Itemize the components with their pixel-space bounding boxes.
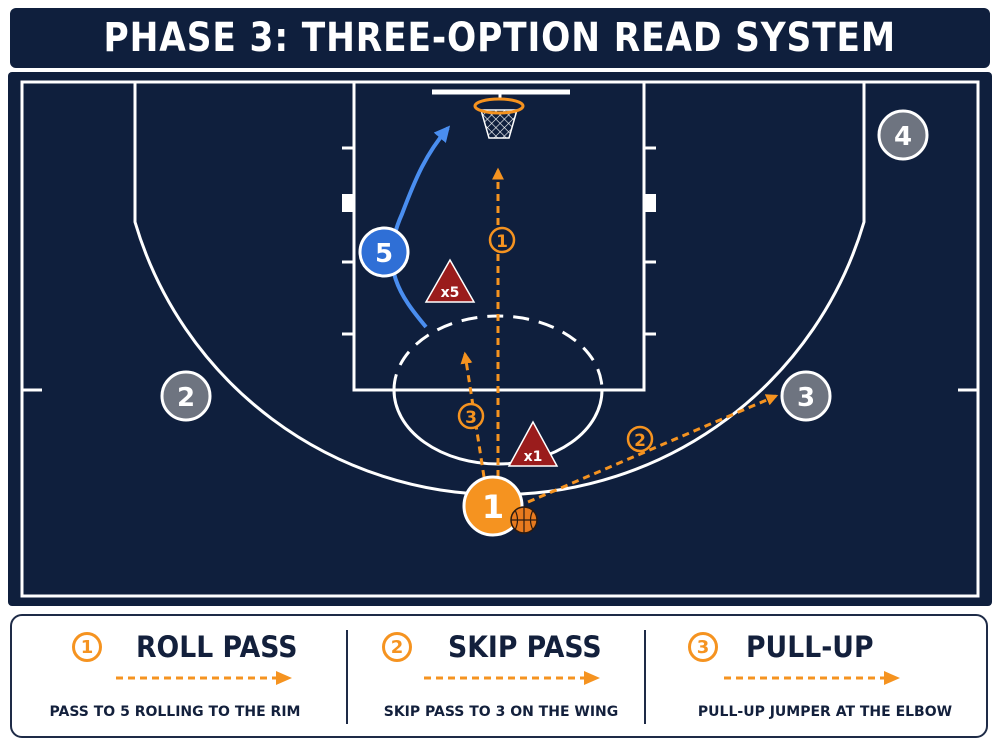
player-4: 4	[877, 109, 929, 161]
legend-panel: 1 ROLL PASS PASS TO 5 ROLLING TO THE RIM…	[10, 614, 988, 738]
svg-text:x5: x5	[441, 285, 460, 301]
basket-hoop-icon	[432, 89, 570, 139]
defender-x5: x5	[424, 258, 476, 303]
legend-divider	[644, 630, 646, 724]
legend-number-badge: 2	[382, 632, 412, 662]
player-3: 3	[780, 370, 832, 422]
legend-number-badge: 3	[688, 632, 718, 662]
legend-description: SKIP PASS TO 3 ON THE WING	[383, 704, 619, 720]
option-marker-pullup: 3	[457, 402, 485, 430]
option-marker-skip: 2	[626, 425, 654, 453]
option-marker-roll: 1	[488, 226, 516, 254]
legend-label: SKIP PASS	[448, 630, 602, 664]
svg-text:1: 1	[482, 488, 504, 526]
legend-description: PASS TO 5 ROLLING TO THE RIM	[49, 704, 301, 720]
legend-description: PULL-UP JUMPER AT THE ELBOW	[697, 704, 953, 720]
court-diagram: 1 2 3 x5 x1 2 3 4 5 1	[8, 72, 992, 606]
svg-text:x1: x1	[524, 449, 543, 465]
dashed-arrow-icon	[116, 671, 292, 685]
player-5: 5	[358, 226, 410, 278]
svg-text:4: 4	[894, 122, 912, 152]
legend-item-roll-pass: 1 ROLL PASS PASS TO 5 ROLLING TO THE RIM	[12, 616, 338, 736]
roll-path-arrow	[390, 125, 451, 329]
lane-block-right	[644, 194, 656, 212]
svg-text:1: 1	[496, 232, 508, 252]
player-1: 1	[462, 475, 524, 537]
svg-text:2: 2	[177, 383, 195, 413]
svg-text:3: 3	[465, 408, 477, 428]
legend-item-pull-up: 3 PULL-UP PULL-UP JUMPER AT THE ELBOW	[662, 616, 988, 736]
legend-divider	[346, 630, 348, 724]
legend-label: ROLL PASS	[136, 630, 298, 664]
lane-hash-marks	[342, 146, 656, 336]
legend-item-skip-pass: 2 SKIP PASS SKIP PASS TO 3 ON THE WING	[338, 616, 664, 736]
dashed-arrow-icon	[424, 671, 600, 685]
page-title: PHASE 3: THREE-OPTION READ SYSTEM	[103, 15, 897, 61]
lane-block-left	[342, 194, 354, 212]
svg-text:5: 5	[375, 239, 393, 269]
svg-text:2: 2	[634, 431, 646, 451]
legend-number-badge: 1	[72, 632, 102, 662]
legend-label: PULL-UP	[746, 630, 874, 664]
player-2: 2	[160, 370, 212, 422]
defender-x1: x1	[507, 420, 559, 467]
skip-pass-arrow	[527, 394, 779, 504]
basketball-icon	[510, 506, 538, 534]
title-banner: PHASE 3: THREE-OPTION READ SYSTEM	[10, 8, 990, 68]
svg-text:3: 3	[797, 383, 815, 413]
dashed-arrow-icon	[724, 671, 900, 685]
court-floor	[8, 72, 992, 606]
